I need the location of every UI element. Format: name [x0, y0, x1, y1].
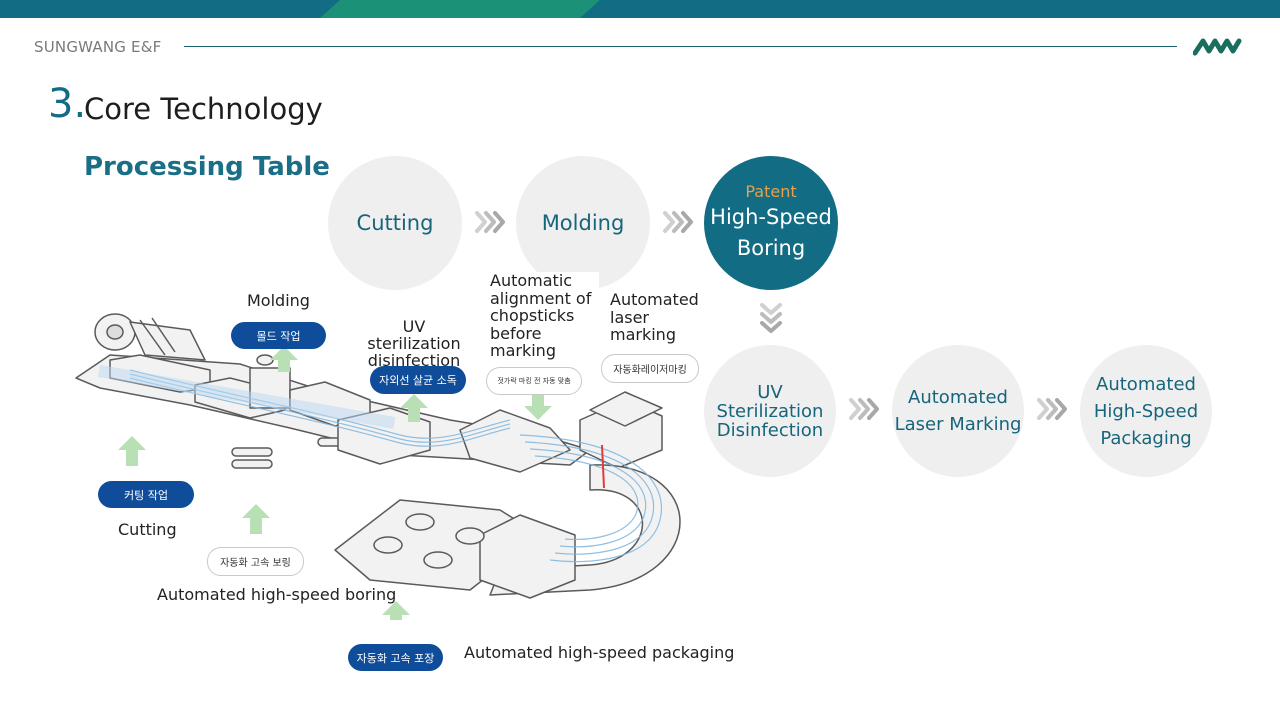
- brand-name: SUNGWANG E&F: [34, 38, 162, 56]
- chevron-right-icon: [849, 398, 879, 420]
- label-high-speed-boring: Automated high-speed boring: [157, 585, 397, 604]
- pill-uv-sterilization: 자외선 살균 소독: [370, 366, 466, 394]
- label-uv-sterilization: UV sterilization disinfection: [367, 317, 461, 370]
- step-uv-line-1: UV: [757, 381, 783, 403]
- pill-laser-marking: 자동화레이저마킹: [601, 354, 699, 383]
- step-boring-line-2: Boring: [736, 236, 806, 260]
- brand-logo-icon: [1193, 38, 1242, 56]
- step-high-speed-boring: Patent High-Speed Boring: [704, 156, 838, 290]
- production-line-illustration: [75, 313, 681, 620]
- chevron-right-icon: [1037, 398, 1067, 420]
- step-pack-line-1: Automated: [1096, 373, 1196, 395]
- step-molding: Molding: [516, 156, 650, 290]
- pill-high-speed-packaging: 자동화 고속 포장: [348, 644, 443, 671]
- step-cutting-line-1: Cutting: [356, 211, 434, 235]
- step-laser-line-1: Automated: [908, 387, 1008, 408]
- section-title: Core Technology: [84, 92, 323, 126]
- step-cutting: Cutting: [328, 156, 462, 290]
- pill-chopstick-alignment: 젓가락 마킹 전 자동 맞춤: [486, 367, 582, 395]
- pill-cutting: 커팅 작업: [98, 481, 194, 508]
- step-boring-line-1: High-Speed: [710, 205, 832, 229]
- pill-high-speed-boring: 자동화 고속 보링: [207, 547, 304, 576]
- step-uv-line-2: Sterilization: [716, 400, 824, 422]
- step-laser-line-2: Laser Marking: [894, 414, 1022, 435]
- label-chopstick-alignment: Automatic alignment of chopsticks before…: [490, 272, 600, 362]
- chevron-right-icon: [663, 211, 693, 233]
- processing-table-title: Processing Table: [84, 152, 330, 182]
- step-molding-line-1: Molding: [541, 211, 625, 235]
- chevron-right-icon: [475, 211, 505, 233]
- chevron-down-icon: [760, 303, 782, 333]
- label-laser-marking: Automated laser marking: [610, 290, 699, 344]
- label-molding: Molding: [247, 291, 310, 310]
- patent-tag: Patent: [745, 182, 797, 201]
- label-cutting: Cutting: [118, 520, 177, 539]
- header-divider: [184, 46, 1177, 47]
- step-laser-marking: Automated Laser Marking: [892, 345, 1024, 477]
- pill-molding: 몰드 작업: [231, 322, 326, 349]
- top-banner: [0, 0, 1280, 18]
- step-pack-line-2: High-Speed: [1093, 400, 1199, 422]
- step-uv-line-3: Disinfection: [716, 419, 824, 441]
- step-packaging: Automated High-Speed Packaging: [1080, 345, 1212, 477]
- step-uv-sterilization: UV Sterilization Disinfection: [704, 345, 836, 477]
- label-high-speed-packaging: Automated high-speed packaging: [464, 643, 735, 662]
- step-pack-line-3: Packaging: [1100, 427, 1192, 449]
- section-number: 3.: [48, 81, 87, 127]
